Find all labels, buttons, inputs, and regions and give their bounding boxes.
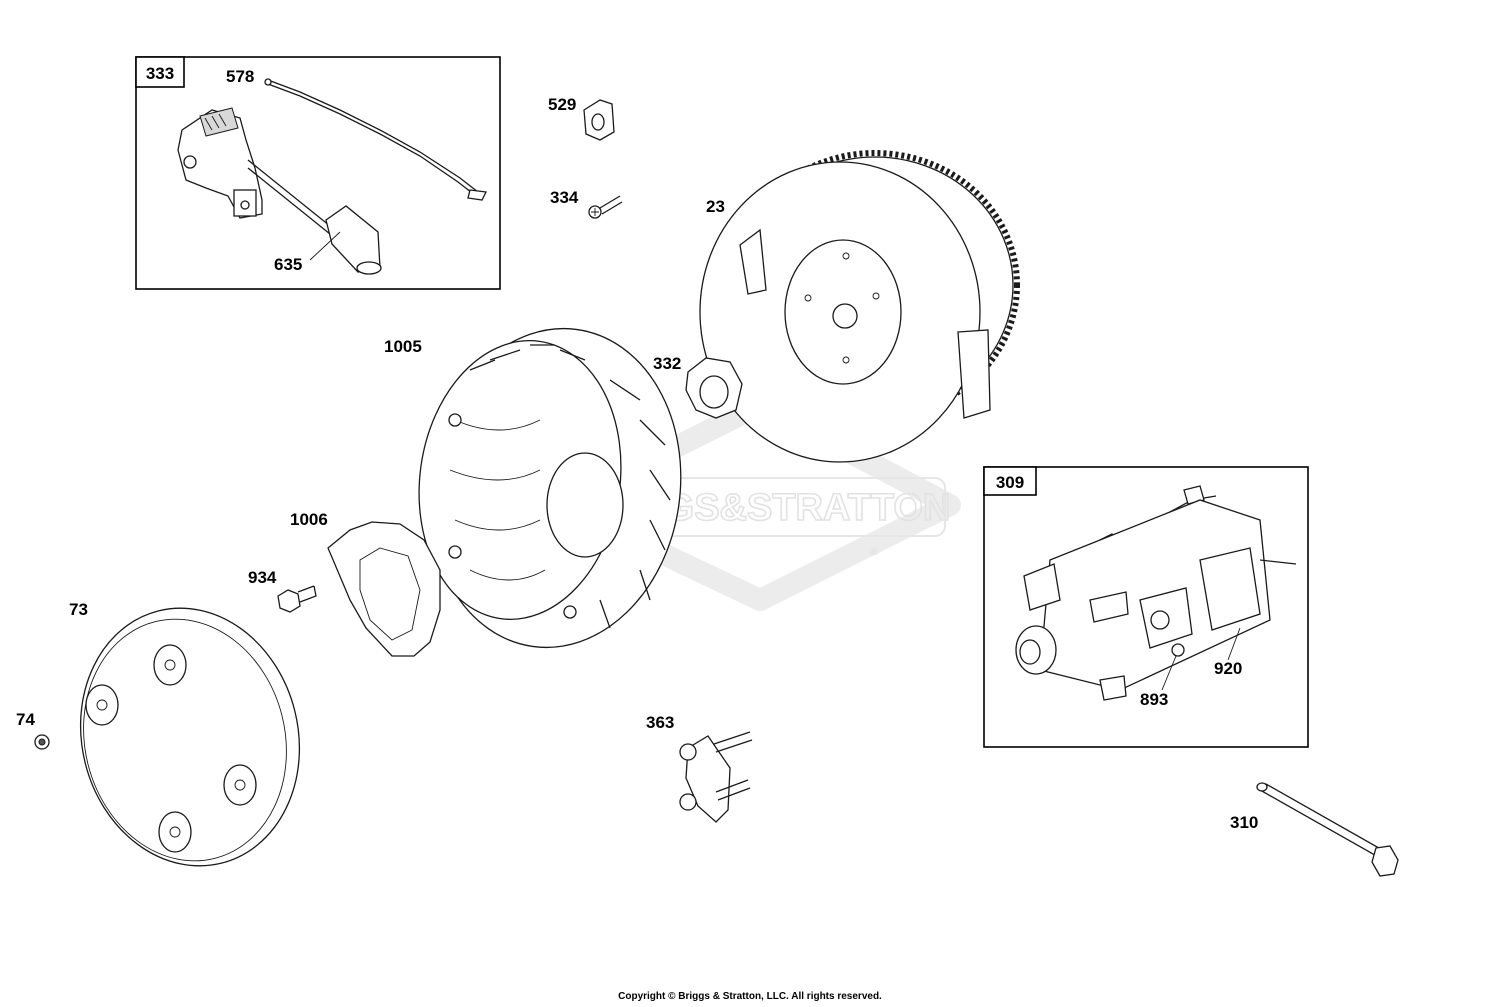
kit-box-309: 309 — [983, 466, 1309, 748]
callout-332[interactable]: 332 — [653, 354, 681, 373]
callout-920[interactable]: 920 — [1214, 659, 1242, 678]
ignition-armature-part[interactable] — [177, 78, 487, 275]
callout-333[interactable]: 333 — [146, 64, 174, 83]
copyright-notice: Copyright © Briggs & Stratton, LLC. All … — [618, 991, 882, 1002]
callout-1006[interactable]: 1006 — [290, 510, 328, 529]
callout-309[interactable]: 309 — [996, 473, 1024, 492]
callout-334[interactable]: 334 — [550, 188, 579, 207]
screw-part-334[interactable] — [588, 195, 623, 219]
callout-1005[interactable]: 1005 — [384, 337, 422, 356]
screw-part-74[interactable] — [34, 734, 50, 750]
callout-635[interactable]: 635 — [274, 255, 302, 274]
spring-clip-part-529[interactable] — [583, 99, 615, 141]
callout-23[interactable]: 23 — [706, 197, 725, 216]
leader-893 — [1161, 655, 1177, 691]
callout-934[interactable]: 934 — [248, 568, 277, 587]
callout-363[interactable]: 363 — [646, 713, 674, 732]
bolt-part-934[interactable] — [277, 585, 317, 613]
flywheel-part-23[interactable] — [699, 150, 1020, 463]
starter-motor-part[interactable] — [1015, 485, 1297, 701]
callout-73[interactable]: 73 — [69, 600, 88, 619]
flywheel-nut-part-332[interactable] — [685, 357, 743, 419]
callout-74[interactable]: 74 — [16, 710, 35, 729]
debris-screen-part-1006[interactable] — [327, 521, 441, 657]
starter-bolt-part-310[interactable] — [1256, 782, 1399, 877]
callout-893[interactable]: 893 — [1140, 690, 1168, 709]
registered-mark: ® — [870, 546, 878, 558]
leader-920 — [1227, 627, 1241, 661]
kit-box-333: 333 — [135, 56, 501, 290]
callout-529[interactable]: 529 — [548, 95, 576, 114]
leader-635 — [309, 231, 341, 261]
callout-578[interactable]: 578 — [226, 67, 254, 86]
bracket-part-363[interactable] — [679, 731, 753, 823]
callout-310[interactable]: 310 — [1230, 813, 1258, 832]
flywheel-fan-part-1005[interactable] — [401, 312, 701, 664]
rotating-screen-part-73[interactable] — [54, 585, 326, 890]
